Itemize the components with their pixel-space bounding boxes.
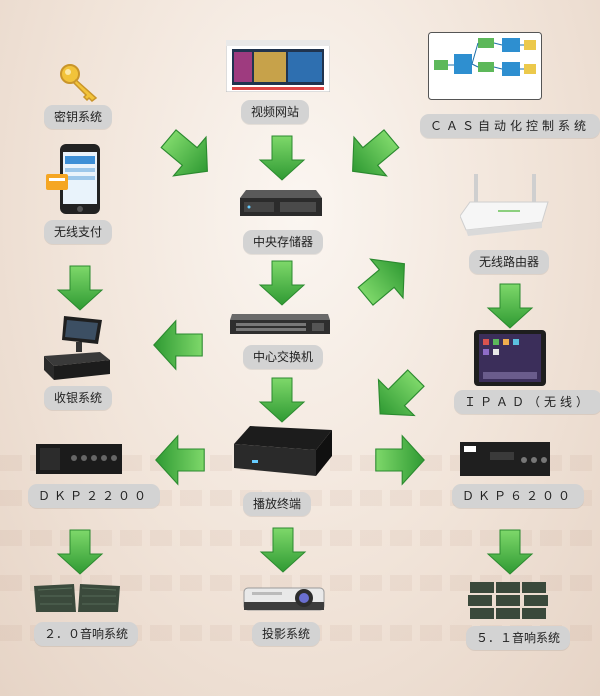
arrow-player-to-dkp2200 xyxy=(155,435,205,485)
label-video-site: 视频网站 xyxy=(241,100,310,124)
label-ipad: ＩＰＡＤ（无线） xyxy=(454,390,600,414)
label-player-terminal: 播放终端 xyxy=(243,492,312,516)
label-audio-20: ２．０音响系统 xyxy=(34,622,139,646)
label-audio-51: ５．１音响系统 xyxy=(466,626,571,650)
label-central-switch: 中心交换机 xyxy=(243,345,324,369)
smartphone-icon xyxy=(46,144,100,214)
projector-icon xyxy=(243,587,325,611)
surround-speakers-icon xyxy=(468,582,548,619)
label-wireless-router: 无线路由器 xyxy=(469,250,550,274)
label-projection-system: 投影系统 xyxy=(252,622,321,646)
label-central-storage: 中央存储器 xyxy=(243,230,324,254)
background-seat-row xyxy=(0,530,600,546)
video-website-icon xyxy=(226,40,330,92)
dkp6200-processor-icon xyxy=(460,442,550,476)
arrow-pay-to-cashier xyxy=(57,265,103,311)
label-dkp6200: ＤＫＰ６２００ xyxy=(452,484,585,508)
label-dkp2200: ＤＫＰ２２００ xyxy=(28,484,161,508)
tablet-icon xyxy=(474,330,546,386)
label-key-system: 密钥系统 xyxy=(44,105,113,129)
label-cas-system: ＣＡＳ自动化控制系统 xyxy=(420,114,600,138)
arrow-player-to-dkp6200 xyxy=(375,435,425,485)
network-switch-icon xyxy=(230,314,330,334)
arrow-cas-to-storage xyxy=(335,118,409,192)
key-icon xyxy=(60,64,98,102)
arrow-switch-to-router xyxy=(348,243,422,317)
arrow-dkp6200-to-audio51 xyxy=(487,529,533,575)
arrow-storage-to-switch xyxy=(259,260,305,306)
arrow-player-to-projection xyxy=(260,527,306,573)
label-cashier-system: 收银系统 xyxy=(44,386,113,410)
stereo-speakers-icon xyxy=(34,584,120,612)
background-seat-row xyxy=(0,575,600,591)
arrow-router-to-ipad xyxy=(487,283,533,329)
arrow-switch-to-cashier xyxy=(153,320,203,370)
arrow-ipad-to-player xyxy=(361,359,435,433)
media-player-icon xyxy=(234,426,332,476)
arrow-switch-to-player xyxy=(259,377,305,423)
pos-terminal-icon xyxy=(44,316,110,380)
server-icon xyxy=(240,190,322,216)
arrow-video-to-storage xyxy=(259,135,305,181)
wireless-router-icon xyxy=(460,174,549,236)
label-wireless-pay: 无线支付 xyxy=(44,220,113,244)
arrow-key-to-storage xyxy=(151,118,225,192)
cas-control-diagram-icon xyxy=(428,32,542,100)
arrow-dkp2200-to-audio20 xyxy=(57,529,103,575)
dkp2200-amplifier-icon xyxy=(36,444,122,474)
